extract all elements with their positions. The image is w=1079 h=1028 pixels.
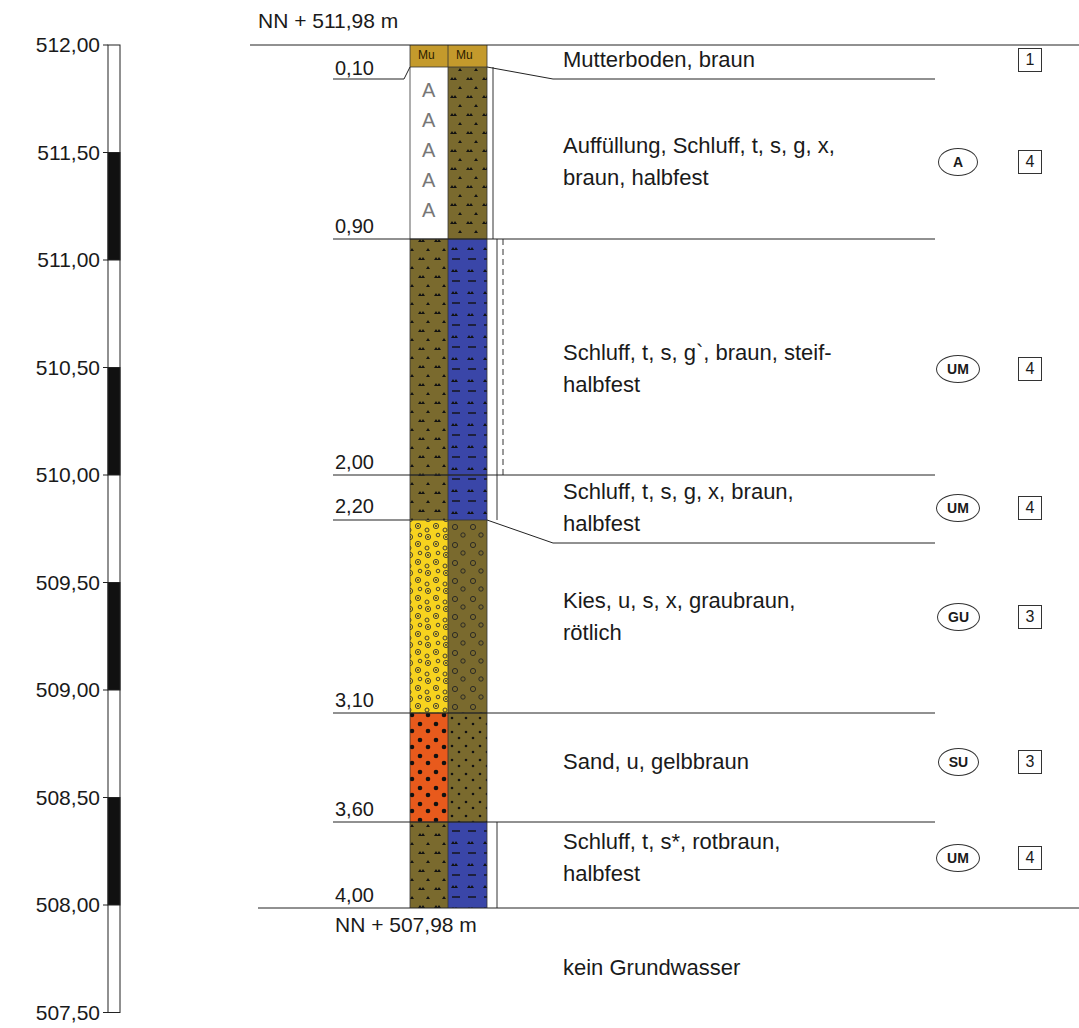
layer-description: Schluff, t, s, g`, braun, steif-halbfest — [563, 337, 848, 401]
depth-value: 2,00 — [335, 450, 374, 474]
consistency-bars — [493, 67, 503, 908]
soil-group-ellipse: A — [938, 148, 978, 176]
depth-value: 3,10 — [335, 688, 374, 712]
layer-description: Schluff, t, s*, rotbraun, halbfest — [563, 826, 848, 890]
scale-bar — [103, 45, 120, 1013]
soil-class: 3 — [1026, 753, 1035, 771]
fill-mark: A — [422, 140, 435, 160]
topsoil-mark: Mu — [418, 49, 435, 62]
soil-class-box: 1 — [1018, 48, 1042, 72]
fill-mark: A — [422, 200, 435, 220]
elevation-value: 507,50 — [0, 1000, 100, 1025]
elevation-top: NN + 511,98 m — [258, 8, 398, 33]
elevation-value: 511,50 — [0, 140, 100, 165]
soil-class-box: 4 — [1018, 846, 1042, 870]
soil-group-ellipse: GU — [937, 603, 980, 631]
soil-class: 3 — [1026, 608, 1035, 626]
depth-value: 0,90 — [335, 214, 374, 238]
topsoil-mark: Mu — [456, 49, 473, 62]
elevation-value: 509,00 — [0, 677, 100, 702]
soil-class: 4 — [1026, 360, 1035, 378]
elevation-value: 510,00 — [0, 462, 100, 487]
soil-group: UM — [947, 500, 969, 516]
soil-group: UM — [947, 850, 969, 866]
elevation-value: 511,00 — [0, 247, 100, 272]
depth-value: 2,20 — [335, 494, 374, 518]
soil-group: SU — [949, 754, 968, 770]
soil-class-box: 4 — [1018, 496, 1042, 520]
layer-description: Mutterboden, braun — [563, 44, 755, 76]
elevation-value: 510,50 — [0, 355, 100, 380]
soil-class-box: 3 — [1018, 750, 1042, 774]
fill-mark: A — [422, 80, 435, 100]
layer-description: Auffüllung, Schluff, t, s, g, x, braun, … — [563, 130, 848, 194]
depth-value: 4,00 — [335, 883, 374, 907]
soil-group-ellipse: UM — [936, 355, 980, 383]
layer-description: Schluff, t, s, g, x, braun, halbfest — [563, 476, 848, 540]
layer-description: Kies, u, s, x, graubraun, rötlich — [563, 585, 848, 649]
depth-value: 3,60 — [335, 797, 374, 821]
elevation-value: 512,00 — [0, 32, 100, 57]
soil-group-ellipse: UM — [936, 844, 980, 872]
soil-group: GU — [948, 609, 969, 625]
layer-description: Sand, u, gelbbraun — [563, 746, 749, 778]
layer-lines — [250, 45, 1079, 908]
elevation-value: 509,50 — [0, 570, 100, 595]
elevation-bottom: NN + 507,98 m — [335, 912, 477, 937]
elevation-value: 508,50 — [0, 785, 100, 810]
depth-value: 0,10 — [335, 56, 374, 80]
soil-class-box: 3 — [1018, 605, 1042, 629]
soil-class: 4 — [1026, 153, 1035, 171]
elevation-value: 508,00 — [0, 892, 100, 917]
soil-group: A — [953, 154, 963, 170]
soil-class: 4 — [1026, 499, 1035, 517]
soil-class-box: 4 — [1018, 357, 1042, 381]
soil-group-ellipse: SU — [938, 748, 979, 776]
fill-mark: A — [422, 170, 435, 190]
soil-group: UM — [947, 361, 969, 377]
soil-class: 1 — [1026, 51, 1035, 69]
soil-class-box: 4 — [1018, 150, 1042, 174]
soil-class: 4 — [1026, 849, 1035, 867]
soil-group-ellipse: UM — [936, 494, 980, 522]
soil-column — [410, 45, 487, 908]
fill-mark: A — [422, 110, 435, 130]
groundwater-note: kein Grundwasser — [563, 955, 740, 981]
